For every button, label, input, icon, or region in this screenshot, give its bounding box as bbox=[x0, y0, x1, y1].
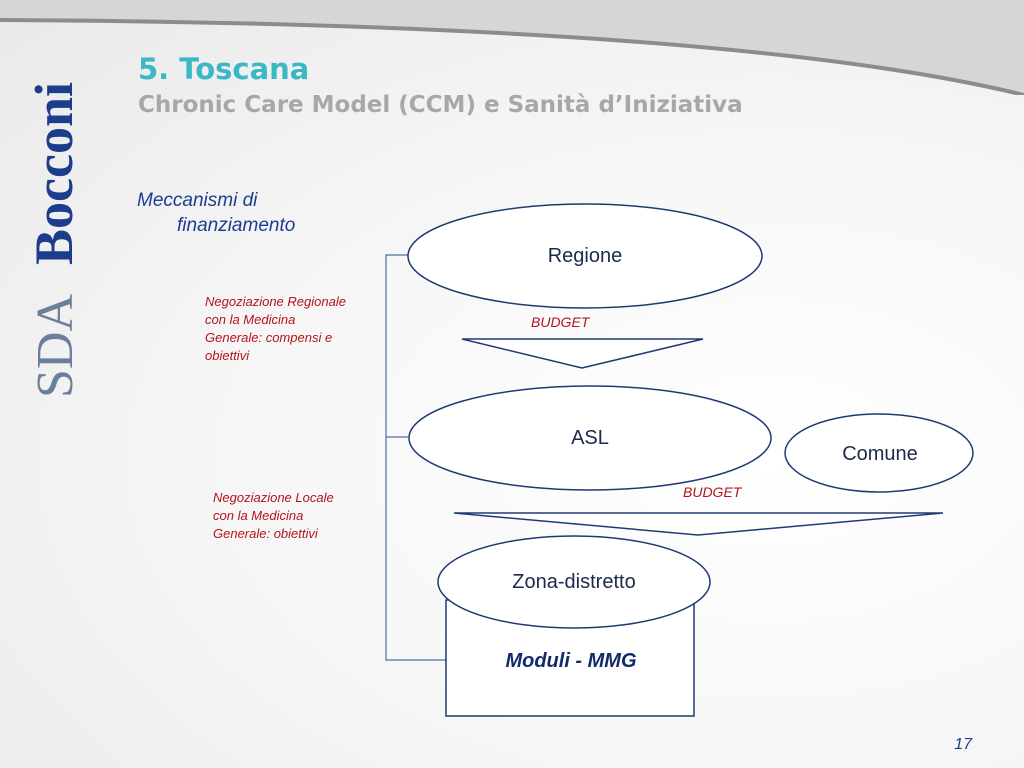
section-label: Meccanismi di finanziamento bbox=[137, 188, 357, 238]
zona-node bbox=[437, 535, 711, 629]
sda-bocconi-logo: Bocconi SDA bbox=[24, 82, 84, 398]
budget-arrow-1 bbox=[461, 338, 704, 369]
logo-bocconi-text: Bocconi bbox=[24, 82, 84, 265]
comune-node bbox=[784, 413, 974, 493]
budget-arrow-2 bbox=[453, 512, 944, 536]
section-label-line1: Meccanismi di bbox=[137, 190, 258, 211]
regione-label: Regione bbox=[547, 245, 623, 267]
regional-negotiation-line: obiettivi bbox=[205, 348, 250, 363]
moduli-label: Moduli - MMG bbox=[505, 650, 637, 672]
budget-label-1: BUDGET bbox=[531, 314, 590, 330]
zona-label: Zona-distretto bbox=[512, 571, 636, 593]
regional-negotiation-text: Negoziazione Regionale con la Medicina G… bbox=[205, 293, 385, 365]
slide-subtitle: Chronic Care Model (CCM) e Sanità d’Iniz… bbox=[138, 92, 743, 118]
page-number: 17 bbox=[954, 736, 972, 753]
connector-bracket bbox=[385, 254, 447, 661]
regional-negotiation-line: Generale: compensi e bbox=[205, 330, 333, 345]
asl-node bbox=[408, 385, 772, 491]
header-decoration bbox=[0, 0, 1024, 95]
regional-negotiation-line: con la Medicina bbox=[205, 312, 296, 327]
logo-sda-text: SDA bbox=[27, 294, 84, 398]
regional-negotiation-line: Negoziazione Regionale bbox=[205, 294, 346, 309]
regione-node bbox=[407, 203, 763, 309]
asl-label: ASL bbox=[571, 427, 609, 449]
slide-title: 5. Toscana bbox=[138, 52, 310, 86]
local-negotiation-line: Generale: obiettivi bbox=[213, 526, 318, 541]
local-negotiation-text: Negoziazione Locale con la Medicina Gene… bbox=[213, 489, 383, 543]
section-label-line2: finanziamento bbox=[177, 215, 296, 236]
budget-label-2: BUDGET bbox=[683, 484, 742, 500]
comune-label: Comune bbox=[842, 443, 918, 465]
local-negotiation-line: Negoziazione Locale bbox=[213, 490, 334, 505]
local-negotiation-line: con la Medicina bbox=[213, 508, 304, 523]
